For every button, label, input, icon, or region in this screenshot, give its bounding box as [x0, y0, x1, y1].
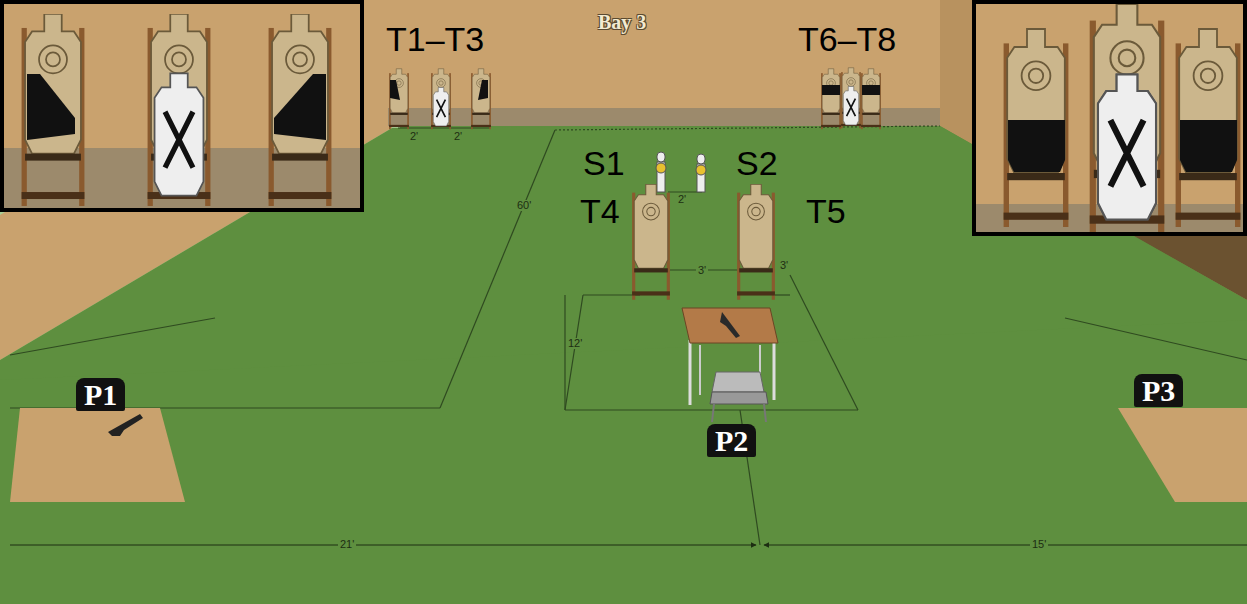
- target-label: T4: [580, 194, 620, 228]
- bay-title: Bay 3: [598, 12, 646, 32]
- target-group-label: T6–T8: [798, 22, 896, 56]
- dimension: 2': [408, 131, 420, 142]
- dimension: 60': [515, 200, 533, 211]
- dimension: 3': [778, 260, 790, 271]
- position-name: P2: [715, 426, 748, 456]
- position-name: P1: [84, 380, 117, 410]
- position-tag: P2: [707, 424, 756, 457]
- position-tag: P1: [76, 378, 125, 411]
- steel-label: S1: [583, 146, 625, 180]
- dimension: 12': [566, 338, 584, 349]
- target-label: T5: [806, 194, 846, 228]
- steel-label: S2: [736, 146, 778, 180]
- dimension: 21': [338, 539, 356, 550]
- position-name: P3: [1142, 376, 1175, 406]
- dimension: 2': [676, 194, 688, 205]
- dimension: 3': [696, 265, 708, 276]
- dimension: 15': [1030, 539, 1048, 550]
- target-group-label: T1–T3: [386, 22, 484, 56]
- position-tag: P3: [1134, 374, 1183, 407]
- dimension: 2': [452, 131, 464, 142]
